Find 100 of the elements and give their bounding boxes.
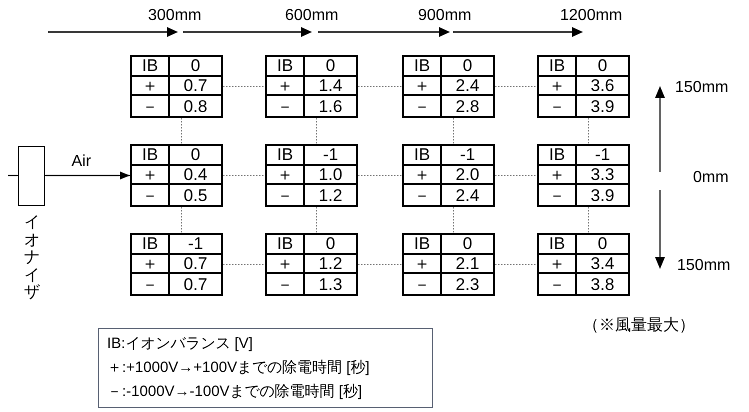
dotted-line [222,264,266,265]
dotted-line [222,175,266,176]
data-table [265,144,358,207]
row-label: ＋ [267,76,305,96]
value-text: 3.9 [590,96,616,116]
value-text: 3.4 [577,254,628,274]
distance-label: 600mm [285,8,338,24]
ionizer-box [18,146,45,206]
row-label: － [404,96,442,116]
value-text: 0 [577,57,628,77]
value-text: 0 [305,235,356,255]
row-label: ＋ [539,76,577,96]
value-text: 2.4 [454,185,480,205]
dotted-line [316,118,317,144]
row-label: － [404,185,442,205]
value-text: 0.5 [182,185,208,205]
row-label: － [539,274,577,294]
row-label: ＋ [267,166,305,186]
dotted-line [358,264,402,265]
row-label: IB [404,57,442,77]
value-text: 2.1 [442,254,493,274]
distance-label: 300mm [148,8,202,24]
dotted-line [181,118,182,144]
value-text: 0 [442,57,493,77]
row-label: － [132,274,170,294]
row-label: － [267,96,305,116]
value-text: 0.7 [170,76,221,96]
data-table [130,55,223,118]
row-label: ＋ [132,254,170,274]
row-label: － [132,185,170,205]
value-text: 3.6 [577,76,628,96]
dotted-line [316,206,317,234]
data-table [130,233,223,296]
dotted-line [222,86,266,87]
value-text: 0 [577,235,628,255]
row-label: ＋ [404,166,442,186]
value-text: -1 [442,146,493,166]
row-label: ＋ [267,254,305,274]
row-label: － [132,96,170,116]
value-text: 0.4 [170,166,221,186]
value-text: 0.7 [170,254,221,274]
dotted-line [358,86,402,87]
arrow [45,172,130,180]
value-text: 2.0 [442,166,493,186]
dotted-line [453,118,454,144]
data-table [537,233,630,296]
value-text: 3.9 [590,185,616,205]
value-text: 0.7 [182,274,208,294]
distance-label: 150mm [677,258,730,274]
dotted-line [494,264,538,265]
row-label: IB [267,57,305,77]
data-table [402,233,495,296]
value-text: -1 [305,146,356,166]
row-label: IB [132,235,170,255]
value-text: 1.3 [318,274,344,294]
value-text: 1.2 [318,185,344,205]
value-text: 2.8 [454,96,480,116]
value-text: 0.8 [182,96,208,116]
dotted-line [494,86,538,87]
row-label: IB [539,235,577,255]
dotted-line [358,175,402,176]
row-label: ＋ [539,254,577,274]
dotted-line [494,175,538,176]
row-label: － [539,96,577,116]
value-text: 0 [305,57,356,77]
value-text: 1.4 [305,76,356,96]
dotted-line [588,206,589,234]
data-table [537,55,630,118]
value-text: 1.0 [305,166,356,186]
data-table [402,144,495,207]
row-label: － [267,185,305,205]
row-label: IB [539,57,577,77]
row-label: － [539,185,577,205]
row-label: IB [267,146,305,166]
ionizer-label: イオナイザ [24,214,40,302]
legend-box [98,328,433,408]
value-text: 3.8 [590,274,616,294]
distance-label: 900mm [418,8,472,24]
value-text: 0 [170,146,221,166]
value-text: 2.4 [442,76,493,96]
row-label: IB [404,235,442,255]
distance-label: 0mm [693,170,729,186]
legend-text: －:-1000V→-100Vまでの除電時間 [秒] [107,382,364,402]
legend-text: IB:イオンバランス [V] [107,334,254,354]
value-text: -1 [170,235,221,255]
row-label: ＋ [132,166,170,186]
row-label: IB [404,146,442,166]
row-label: － [267,274,305,294]
data-table [265,55,358,118]
row-label: ＋ [404,76,442,96]
row-label: － [404,274,442,294]
dotted-line [181,206,182,234]
row-label: IB [267,235,305,255]
row-label: IB [132,146,170,166]
data-table [537,144,630,207]
note-text: （※風量最大） [583,318,695,334]
legend-text: ＋:+1000V→+100Vまでの除電時間 [秒] [107,358,371,378]
row-label: ＋ [132,76,170,96]
data-table [265,233,358,296]
value-text: 2.3 [454,274,480,294]
